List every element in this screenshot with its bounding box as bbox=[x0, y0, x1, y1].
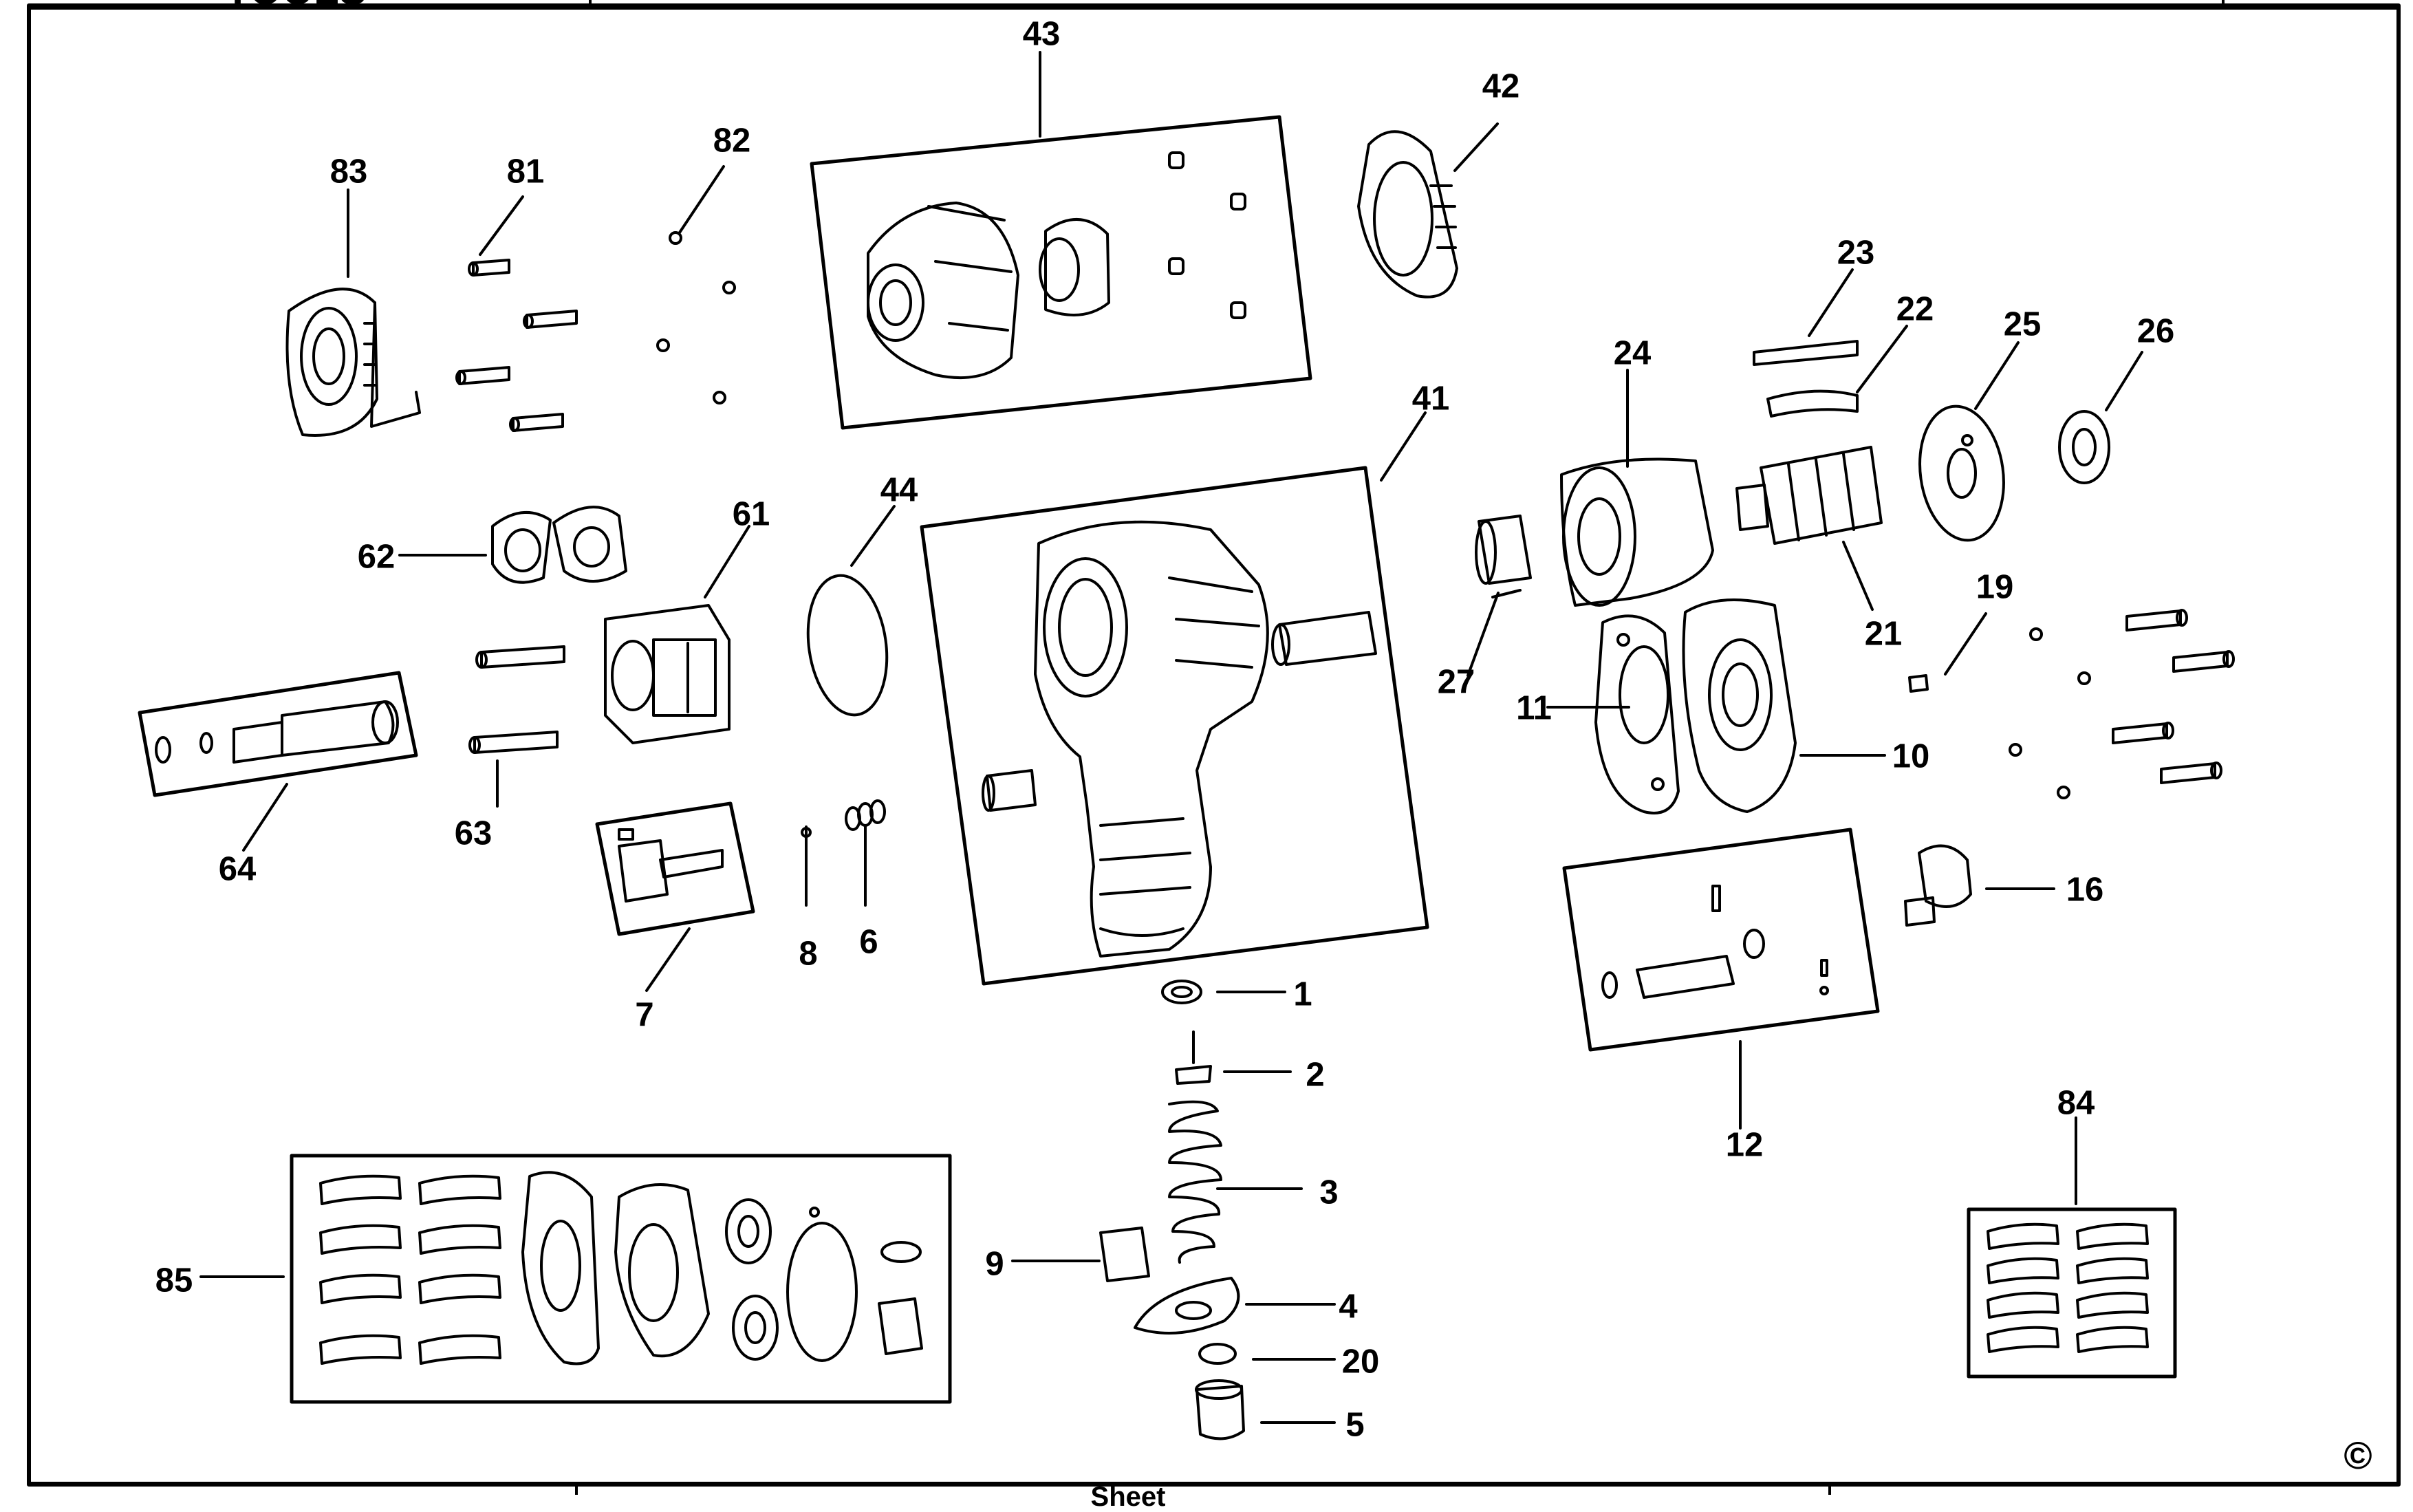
box-84 bbox=[1967, 1207, 2177, 1379]
callout-42: 42 bbox=[1482, 67, 1520, 105]
rear-screws bbox=[2009, 609, 2235, 799]
part-10 bbox=[1682, 598, 1797, 813]
callout-43: 43 bbox=[1022, 15, 1061, 53]
part-25 bbox=[1918, 404, 2005, 542]
part-6 bbox=[845, 799, 886, 831]
callout-44: 44 bbox=[880, 471, 918, 509]
callout-82: 82 bbox=[713, 122, 751, 160]
callout-12: 12 bbox=[1725, 1126, 1764, 1164]
callout-7: 7 bbox=[635, 996, 654, 1034]
callout-85: 85 bbox=[155, 1262, 193, 1299]
callout-26: 26 bbox=[2136, 312, 2175, 350]
part-7 bbox=[618, 828, 724, 903]
part-19 bbox=[1908, 674, 1929, 693]
part-16 bbox=[1904, 844, 1972, 927]
copyright-mark: © bbox=[2344, 1434, 2372, 1477]
footer-fragment-text: Sheet bbox=[1090, 1482, 1166, 1512]
part-41 bbox=[982, 520, 1377, 958]
callout-9: 9 bbox=[985, 1245, 1004, 1283]
part-23 bbox=[1753, 340, 1859, 366]
callout-6: 6 bbox=[859, 923, 878, 961]
callout-25: 25 bbox=[2003, 305, 2042, 343]
part-1 bbox=[1161, 980, 1202, 1004]
callout-62: 62 bbox=[357, 538, 396, 576]
part-44 bbox=[806, 574, 889, 717]
box-12 bbox=[1562, 828, 1880, 1052]
part-2 bbox=[1175, 1030, 1212, 1085]
part-82-washers bbox=[656, 231, 736, 404]
callout-8: 8 bbox=[799, 935, 818, 973]
part-4 bbox=[1134, 1277, 1240, 1335]
callout-10: 10 bbox=[1892, 737, 1930, 775]
part-84-kit bbox=[1987, 1222, 2149, 1353]
part-20 bbox=[1198, 1343, 1237, 1365]
callout-2: 2 bbox=[1306, 1056, 1325, 1094]
callout-84: 84 bbox=[2057, 1084, 2095, 1122]
part-26 bbox=[2058, 410, 2110, 484]
callout-27: 27 bbox=[1437, 663, 1475, 701]
part-11 bbox=[1594, 614, 1680, 814]
part-24 bbox=[1560, 457, 1714, 607]
part-64 bbox=[155, 700, 399, 764]
part-81-screws bbox=[455, 259, 578, 432]
callout-16: 16 bbox=[2066, 871, 2104, 909]
part-22 bbox=[1766, 389, 1859, 418]
callout-19: 19 bbox=[1976, 568, 2014, 606]
part-21 bbox=[1735, 446, 1883, 545]
callout-1: 1 bbox=[1293, 975, 1312, 1013]
box-64 bbox=[138, 671, 418, 797]
box-85 bbox=[290, 1154, 952, 1404]
box-41 bbox=[920, 466, 1429, 986]
callout-41: 41 bbox=[1411, 380, 1450, 418]
part-85-kit bbox=[319, 1171, 923, 1365]
box-43 bbox=[810, 115, 1312, 430]
header-logo-text: TOOLS bbox=[225, 0, 367, 11]
part-42 bbox=[1357, 130, 1458, 299]
callout-63: 63 bbox=[454, 814, 493, 852]
callout-23: 23 bbox=[1837, 234, 1875, 272]
callout-24: 24 bbox=[1613, 334, 1652, 372]
part-9 bbox=[1099, 1227, 1150, 1282]
part-12 bbox=[1601, 885, 1829, 999]
callout-81: 81 bbox=[506, 153, 545, 191]
box-7 bbox=[595, 801, 755, 936]
part-83 bbox=[285, 288, 421, 437]
part-63-pins bbox=[468, 645, 565, 754]
callout-21: 21 bbox=[1864, 615, 1903, 653]
part-3-spring bbox=[1168, 1100, 1222, 1264]
callout-4: 4 bbox=[1339, 1288, 1358, 1326]
callout-64: 64 bbox=[218, 850, 257, 888]
part-8 bbox=[801, 827, 812, 838]
part-5 bbox=[1195, 1379, 1245, 1440]
part-62 bbox=[491, 506, 627, 584]
callout-3: 3 bbox=[1319, 1174, 1339, 1211]
callout-83: 83 bbox=[329, 153, 368, 191]
callout-22: 22 bbox=[1896, 290, 1934, 328]
part-43 bbox=[867, 151, 1246, 380]
part-61 bbox=[604, 604, 731, 744]
callout-11: 11 bbox=[1516, 689, 1552, 727]
callout-20: 20 bbox=[1341, 1343, 1380, 1381]
callout-61: 61 bbox=[732, 495, 770, 533]
callout-5: 5 bbox=[1345, 1406, 1365, 1444]
part-27 bbox=[1475, 515, 1532, 585]
